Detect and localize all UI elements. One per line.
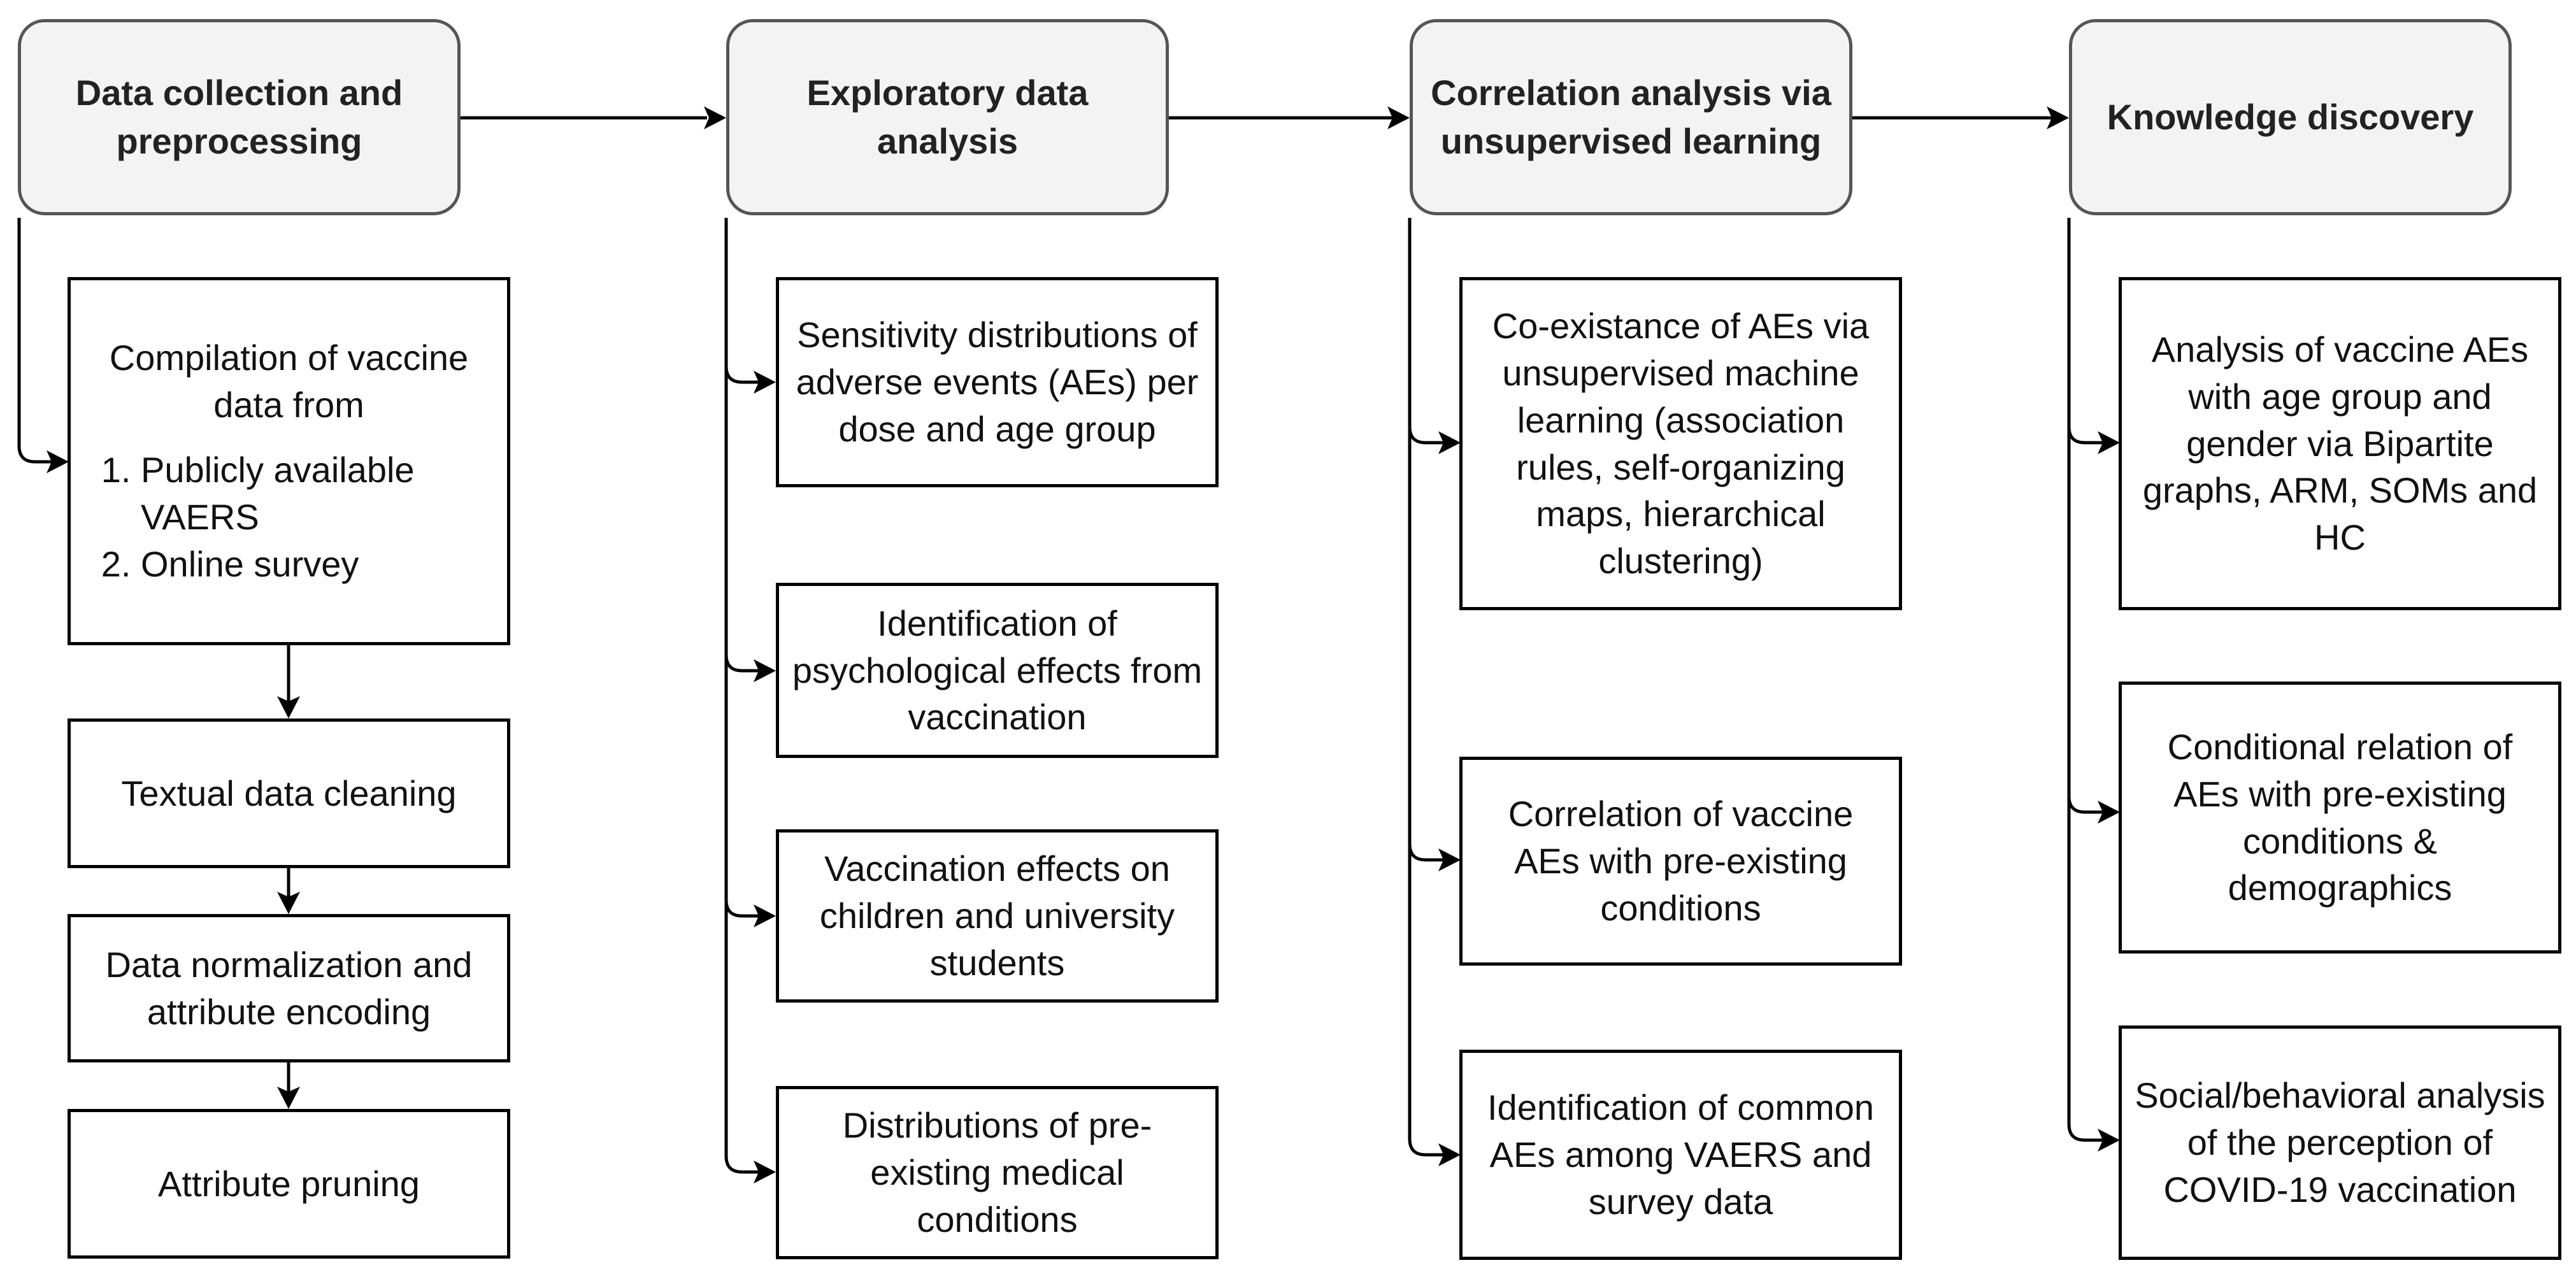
stage-title: Correlation analysis via unsupervised le… [1431, 73, 1831, 161]
arrowhead [2098, 1129, 2120, 1152]
stage3-spine [1408, 218, 1426, 1157]
stage-header-correlation-analysis: Correlation analysis via unsupervised le… [1410, 19, 1852, 215]
box-text: Co-existance of AEs via unsupervised mac… [1492, 305, 1870, 582]
box-text: Correlation of vaccine AEs with pre-exis… [1508, 794, 1854, 928]
arrow-stage4-to-analysis [2067, 426, 2114, 445]
box-text: Compilation of vaccine data from [109, 338, 469, 425]
list-item: Publicly available VAERS [141, 447, 494, 541]
arrowhead [2098, 431, 2120, 454]
arrowhead [1438, 848, 1461, 871]
arrowhead [754, 1161, 776, 1183]
list-item: Online survey [141, 541, 494, 588]
box-text: Analysis of vaccine AEs with age group a… [2142, 329, 2538, 558]
stage4-spine [2067, 218, 2086, 1142]
arrowhead [2047, 106, 2069, 129]
box-sensitivity-distributions: Sensitivity distributions of adverse eve… [776, 277, 1219, 487]
box-coexistence-aes: Co-existance of AEs via unsupervised mac… [1459, 277, 1902, 610]
box-text: Identification of psychological effects … [792, 603, 1203, 738]
box-attribute-pruning: Attribute pruning [68, 1109, 510, 1259]
arrow-stage2-to-children [724, 899, 769, 918]
arrowhead [277, 1087, 300, 1109]
box-preexisting-distributions: Distributions of pre-existing medical co… [776, 1086, 1219, 1259]
box-correlation-preexisting: Correlation of vaccine AEs with pre-exis… [1459, 757, 1902, 966]
box-text: Conditional relation of AEs with pre-exi… [2167, 726, 2513, 908]
arrowhead [2098, 801, 2120, 824]
arrowhead [47, 450, 69, 473]
box-text: Distributions of pre-existing medical co… [842, 1105, 1152, 1240]
box-text: Textual data cleaning [121, 773, 457, 813]
stage-title: Data collection and preprocessing [75, 73, 403, 161]
arrowhead [754, 659, 776, 682]
stage-header-exploratory-analysis: Exploratory data analysis [726, 19, 1169, 215]
box-text: Identification of common AEs among VAERS… [1487, 1087, 1874, 1222]
box-common-aes: Identification of common AEs among VAERS… [1459, 1050, 1902, 1260]
box-textual-cleaning: Textual data cleaning [68, 718, 510, 868]
box-text: Vaccination effects on children and univ… [819, 848, 1175, 983]
arrowhead [1438, 431, 1461, 454]
stage-title: Exploratory data analysis [806, 73, 1089, 161]
arrowhead [277, 696, 300, 718]
arrow-stage3-to-coexistence [1408, 426, 1454, 445]
box-children-students: Vaccination effects on children and univ… [776, 829, 1219, 1003]
box-normalization: Data normalization and attribute encodin… [68, 914, 510, 1062]
arrow-stage4-to-conditional [2067, 796, 2114, 814]
arrowhead [754, 904, 776, 927]
stage-title: Knowledge discovery [2107, 97, 2474, 138]
stage-header-data-collection: Data collection and preprocessing [18, 19, 461, 215]
arrowhead [1387, 106, 1410, 129]
box-compilation: Compilation of vaccine data from Publicl… [68, 277, 510, 645]
arrowhead [704, 106, 726, 129]
stage-header-knowledge-discovery: Knowledge discovery [2069, 19, 2512, 215]
box-conditional-relation: Conditional relation of AEs with pre-exi… [2119, 682, 2561, 954]
arrow-stage2-to-sensitivity [724, 366, 769, 384]
box-text: Sensitivity distributions of adverse eve… [796, 315, 1199, 449]
arrowhead [754, 371, 776, 394]
arrow-stage2-to-psychological [724, 654, 769, 673]
box-text: Social/behavioral analysis of the percep… [2135, 1075, 2545, 1210]
box-social-behavioral: Social/behavioral analysis of the percep… [2119, 1025, 2561, 1260]
arrowhead [1438, 1143, 1461, 1166]
arrow-stage3-to-correlation [1408, 843, 1454, 862]
box-vaccine-aes-analysis: Analysis of vaccine AEs with age group a… [2119, 277, 2561, 610]
stage2-spine [724, 218, 743, 1174]
box-psychological-effects: Identification of psychological effects … [776, 583, 1219, 758]
source-list: Publicly available VAERS Online survey [83, 447, 494, 588]
box-text: Attribute pruning [158, 1163, 420, 1204]
arrow-stage1-to-compilation [17, 218, 62, 464]
box-text: Data normalization and attribute encodin… [105, 944, 473, 1032]
arrowhead [277, 892, 300, 914]
